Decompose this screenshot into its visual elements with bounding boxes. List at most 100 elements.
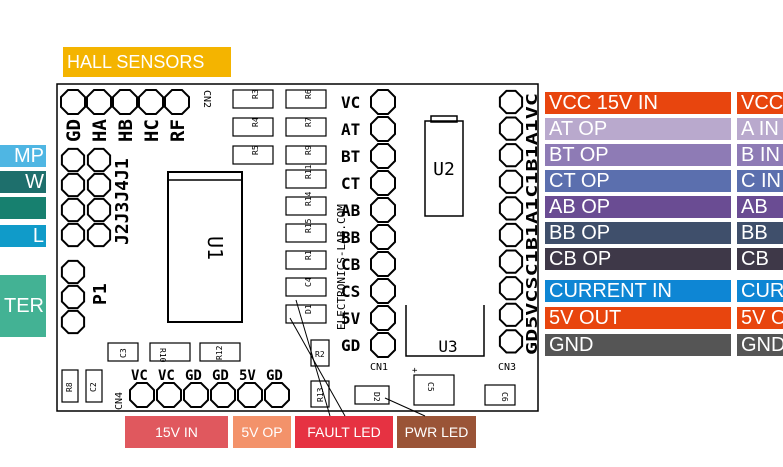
jumper-pad — [86, 147, 112, 173]
svg-text:C3: C3 — [119, 348, 128, 358]
svg-text:C6: C6 — [500, 392, 509, 402]
cn3-pad — [498, 276, 524, 301]
u1-label: U1 — [203, 236, 227, 260]
resistor — [285, 250, 327, 270]
resistor — [285, 89, 327, 109]
jumper-label: J2J3J4J1 — [112, 158, 133, 245]
left-label-blank — [0, 197, 46, 219]
cn1-label: CN1 — [370, 362, 388, 373]
cn1-pad — [370, 305, 396, 331]
far-right-label-5v: 5V O — [737, 307, 783, 329]
cn4-pad — [129, 382, 155, 408]
cn4-pad — [237, 382, 263, 408]
cn2-pin-label: HB — [115, 119, 137, 142]
u2-chip — [424, 120, 464, 217]
cn3-pad — [498, 169, 524, 194]
resistor — [285, 145, 327, 165]
svg-text:R12: R12 — [215, 345, 224, 360]
resistor — [232, 117, 274, 137]
right-label-bt: BT OP — [545, 144, 731, 166]
cn3-pad — [498, 116, 524, 141]
cn2-pad — [138, 89, 164, 115]
p1-pad — [60, 259, 86, 285]
cn1-pin-label: AT — [341, 120, 360, 139]
svg-text:R13: R13 — [316, 387, 325, 402]
left-label-l: L — [0, 225, 46, 247]
resistor — [285, 169, 327, 189]
cn4-pin-label: VC — [131, 368, 148, 384]
resistor-label: R9 — [304, 145, 313, 155]
pcb-outline — [56, 83, 539, 412]
cn3-connector — [498, 89, 524, 354]
cn2-pad — [86, 89, 112, 115]
bottom-label-5v-op: 5V OP — [233, 416, 291, 448]
right-label-current: CURRENT IN — [545, 280, 731, 302]
resistor-label: R6 — [304, 89, 313, 99]
jumper-pad — [86, 222, 112, 248]
cn4-pad — [210, 382, 236, 408]
right-label-ct: CT OP — [545, 170, 731, 192]
left-label-mp: MP — [0, 145, 46, 167]
svg-text:C5: C5 — [426, 382, 435, 392]
cn3-pad — [498, 196, 524, 221]
resistor — [232, 89, 274, 109]
far-right-label-bb: BB — [737, 222, 783, 244]
cn1-pin-label: CS — [341, 282, 360, 301]
c5-plus-sign: + — [412, 366, 418, 376]
cn2-pin-label: HA — [89, 119, 111, 142]
cn1-pad — [370, 89, 396, 115]
right-label-5v: 5V OUT — [545, 307, 731, 329]
right-label-at: AT OP — [545, 118, 731, 140]
u3-label: U3 — [438, 337, 457, 356]
jumper-pad — [60, 222, 86, 248]
u2-label: U2 — [433, 159, 455, 180]
resistor-label: R3 — [251, 89, 260, 99]
resistor-label: R7 — [304, 117, 313, 127]
svg-text:D2: D2 — [372, 392, 381, 402]
resistor-label: R4 — [251, 117, 260, 127]
watermark: ELECTRONICS-LAB.COM — [335, 204, 348, 330]
cn4-pin-label: GD — [266, 368, 283, 384]
right-label-cb: CB OP — [545, 248, 731, 270]
cn3-label: CN3 — [498, 362, 516, 373]
cn2-pin-label: GD — [63, 119, 85, 142]
cn4-pin-label: VC — [158, 368, 175, 384]
far-right-label-cb: CB — [737, 248, 783, 270]
cn1-pin-label: GD — [341, 336, 360, 355]
hall-sensors-label: HALL SENSORS — [63, 47, 231, 77]
resistor — [285, 304, 327, 324]
resistor-label: R1 — [304, 250, 313, 260]
cn2-pad — [112, 89, 138, 115]
cn3-pad — [498, 249, 524, 274]
cn1-pin-label: AB — [341, 201, 361, 220]
resistor — [285, 223, 327, 243]
cn3-pad — [498, 89, 524, 115]
left-label-w: W — [0, 171, 46, 193]
cn2-pin-label: RF — [167, 119, 189, 142]
leader-lines — [289, 299, 426, 417]
svg-text:R10: R10 — [158, 348, 167, 363]
cn2-pad — [164, 89, 190, 115]
resistor-label: R14 — [304, 191, 313, 206]
cn1-pin-label: CB — [341, 255, 361, 274]
cn1-pin-label: BT — [341, 147, 360, 166]
cn4-pin-label: 5V — [239, 368, 256, 384]
cn1-pin-label: 5V — [341, 309, 361, 328]
bottom-parts — [61, 339, 516, 408]
far-right-label-gnd: GND — [737, 334, 783, 356]
svg-text:C2: C2 — [89, 382, 98, 392]
far-right-label-a-in: A IN — [737, 118, 783, 140]
cn4-pin-label: GD — [212, 368, 229, 384]
cn4-label: CN4 — [114, 392, 125, 410]
u3-outline — [405, 305, 485, 357]
cn1-pad — [370, 278, 396, 304]
resistor — [285, 117, 327, 137]
cn4-pad — [183, 382, 209, 408]
cn3-pad — [498, 302, 524, 327]
cn1-connector — [370, 89, 396, 358]
resistor-label: R15 — [304, 218, 313, 233]
